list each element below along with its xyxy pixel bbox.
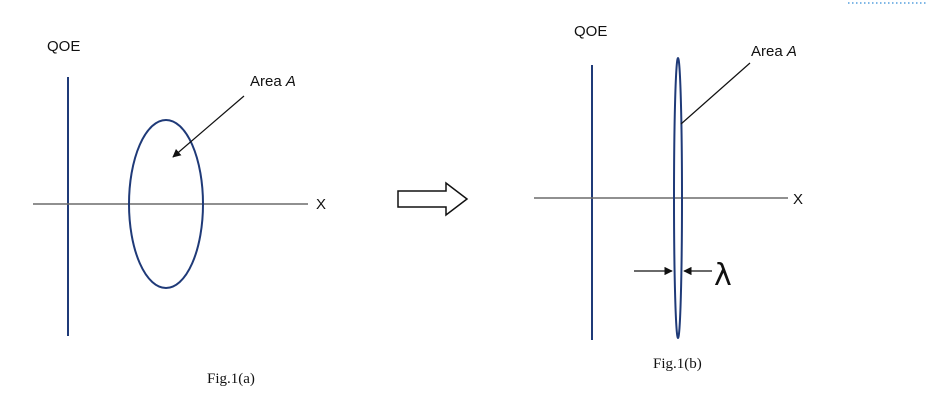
fig-a-area-label: Area A xyxy=(250,73,296,90)
fig-a-caption: Fig.1(a) xyxy=(207,371,255,387)
fig-b-area-ellipse xyxy=(673,57,683,339)
fig-b-area-label: Area A xyxy=(751,43,797,60)
fig-a-area-label-prefix: Area xyxy=(250,73,286,90)
fig-a-y-axis-label: QOE xyxy=(47,38,80,55)
fig-b-x-axis-label: X xyxy=(793,191,803,208)
figure-1a: QOE X Area A Fig.1(a) xyxy=(33,38,326,387)
fig-b-area-label-var: A xyxy=(786,43,797,60)
fig-b-y-axis-label: QOE xyxy=(574,23,607,40)
transition-arrow xyxy=(397,181,469,217)
figure-1b: QOE X Area A λ Fig.1(b) xyxy=(534,23,803,372)
fig-b-lambda-symbol: λ xyxy=(714,258,732,293)
right-arrow-icon xyxy=(397,181,469,217)
fig-b-area-pointer-line xyxy=(680,62,751,125)
fig-a-area-ellipse xyxy=(128,119,204,289)
fig-a-area-pointer-arrow xyxy=(172,95,245,158)
fig-b-caption: Fig.1(b) xyxy=(653,356,702,372)
fig-a-x-axis-label: X xyxy=(316,196,326,213)
fig-b-area-label-prefix: Area xyxy=(751,43,787,60)
fig-a-area-label-var: A xyxy=(285,73,296,90)
